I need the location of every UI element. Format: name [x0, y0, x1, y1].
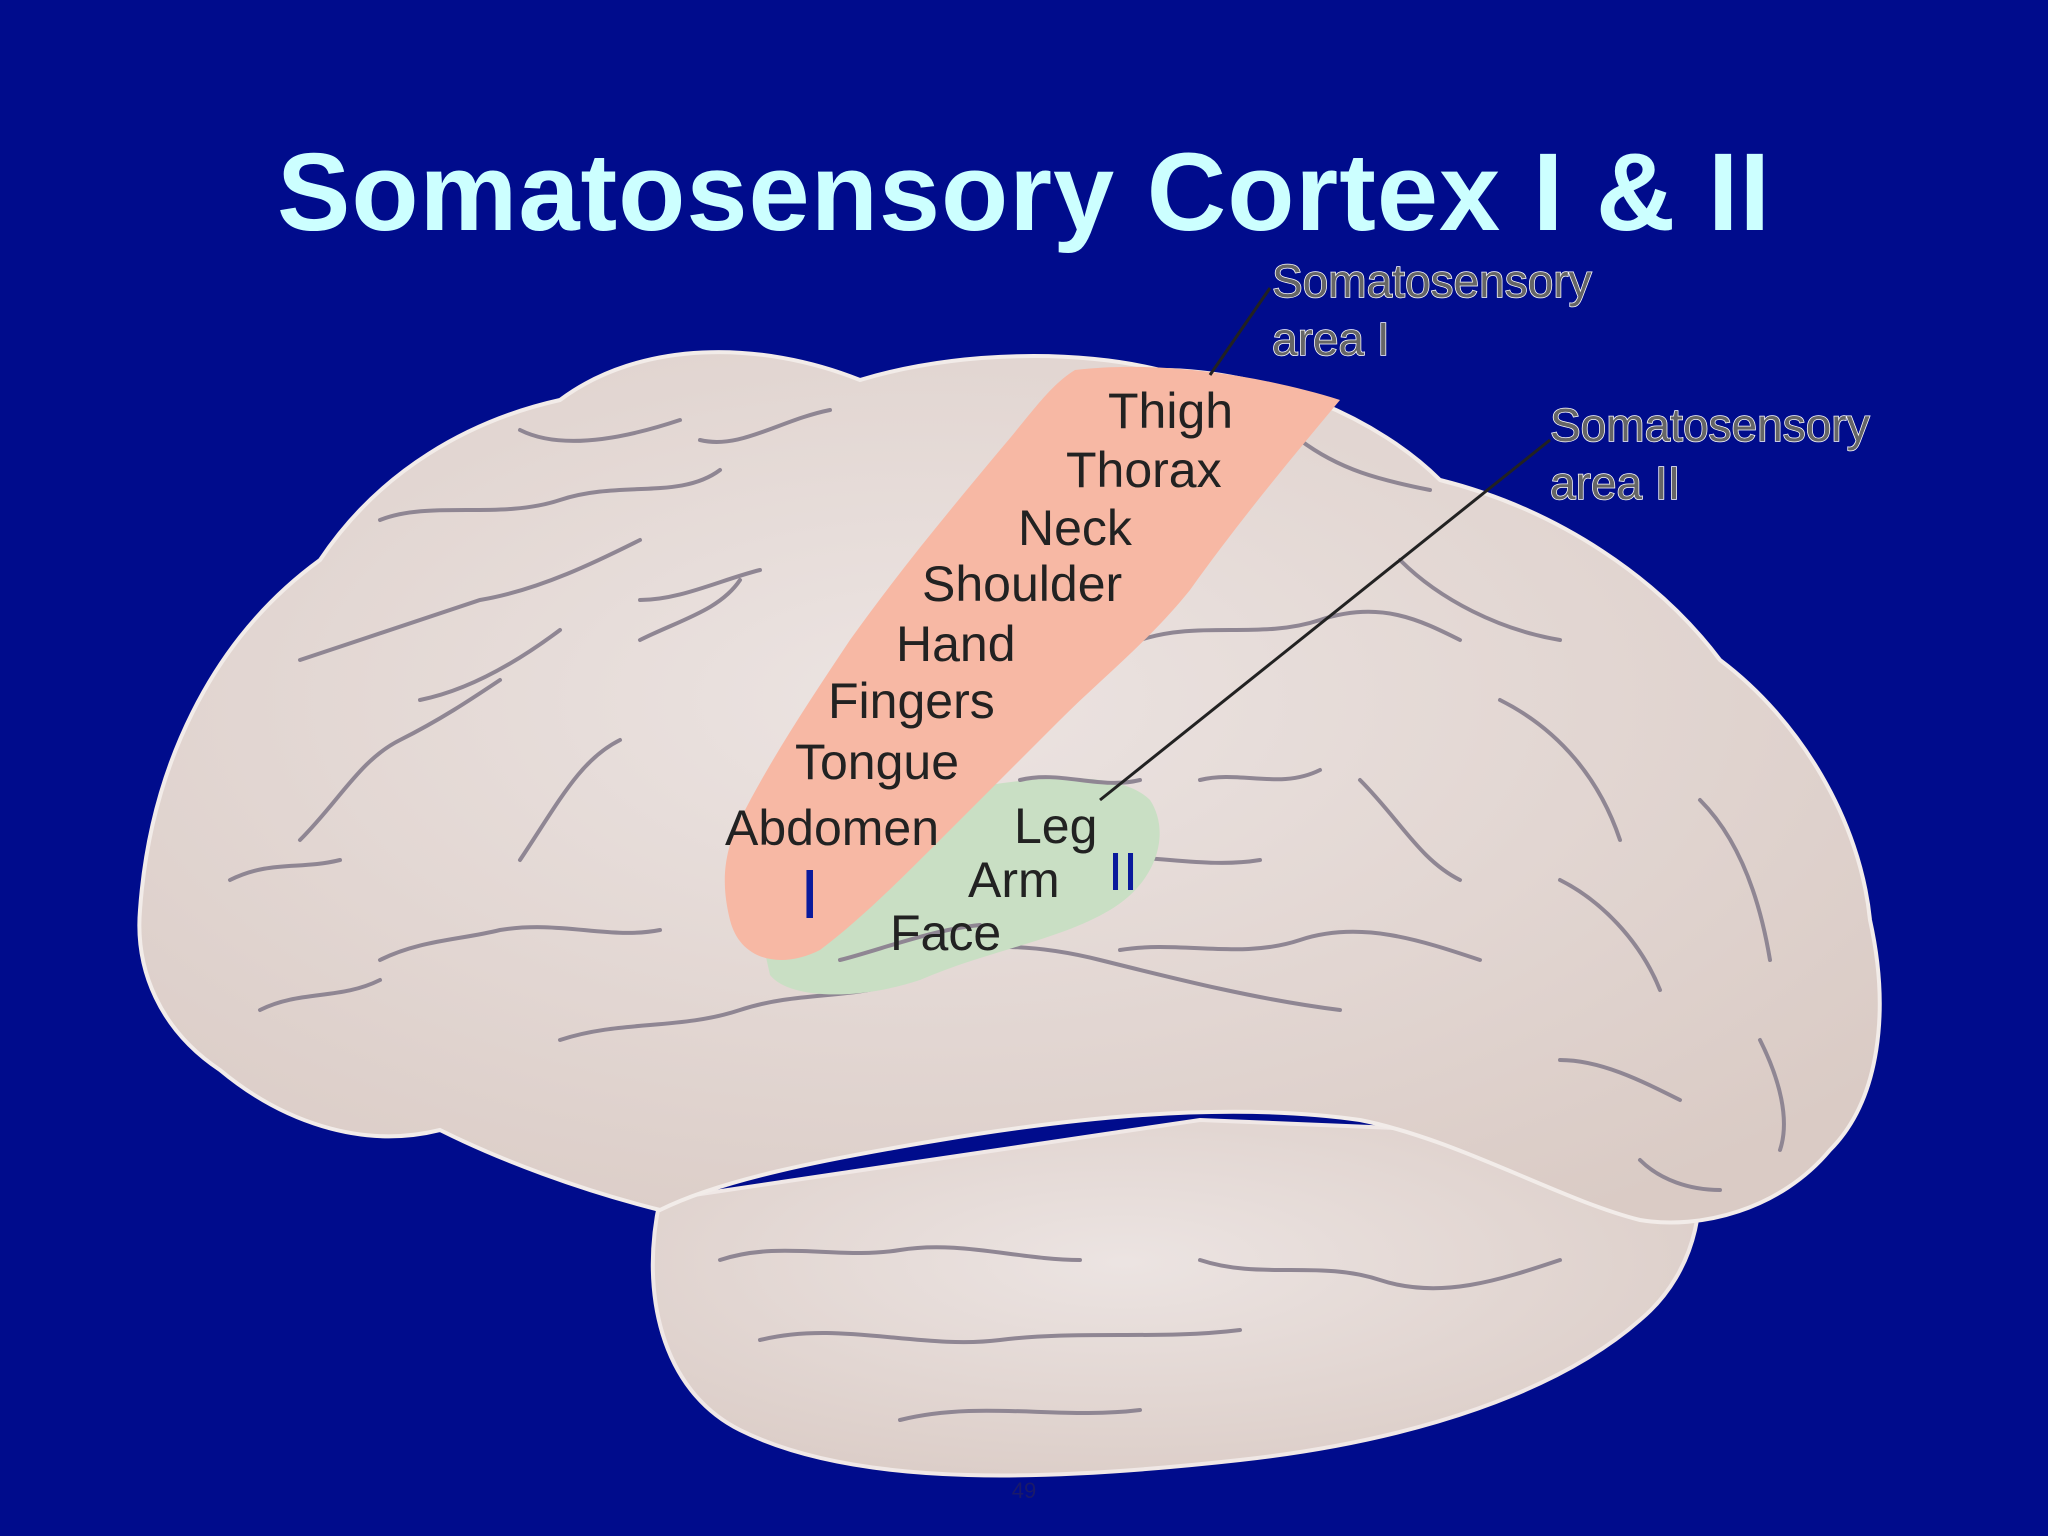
sulci — [228, 408, 1786, 1422]
area-1-part-neck: Neck — [1018, 500, 1133, 556]
area-1-part-thigh: Thigh — [1108, 383, 1233, 439]
area-2-callout-line-1: Somatosensory — [1550, 399, 1870, 451]
area-1-callout-line-1: Somatosensory — [1272, 255, 1592, 307]
area-2-marker: II — [1108, 842, 1138, 902]
area-1-part-abdomen: Abdomen — [725, 800, 939, 856]
area-1-part-thorax: Thorax — [1066, 442, 1222, 498]
area-1-leader-line — [1208, 287, 1272, 376]
brain-illustration — [137, 350, 1882, 1478]
area-1-part-tongue: Tongue — [795, 734, 959, 790]
area-1-callout-line-2: area I — [1272, 313, 1390, 365]
area-2-part-arm: Arm — [968, 852, 1060, 908]
area-1-marker: I — [800, 855, 819, 933]
area-2-part-leg: Leg — [1014, 798, 1097, 854]
area-2-part-face: Face — [890, 905, 1001, 961]
slide-title: Somatosensory Cortex I & II — [276, 131, 1772, 254]
area-1-part-fingers: Fingers — [828, 673, 995, 729]
area-2-leader-line — [1099, 438, 1551, 802]
area-2-callout-line-2: area II — [1550, 457, 1680, 509]
page-number: 49 — [1011, 1478, 1037, 1503]
area-1-part-hand: Hand — [896, 616, 1016, 672]
temporal-lobe — [650, 1117, 1702, 1478]
area-1-part-shoulder: Shoulder — [922, 556, 1122, 612]
somatosensory-area-1-region — [724, 366, 1340, 960]
